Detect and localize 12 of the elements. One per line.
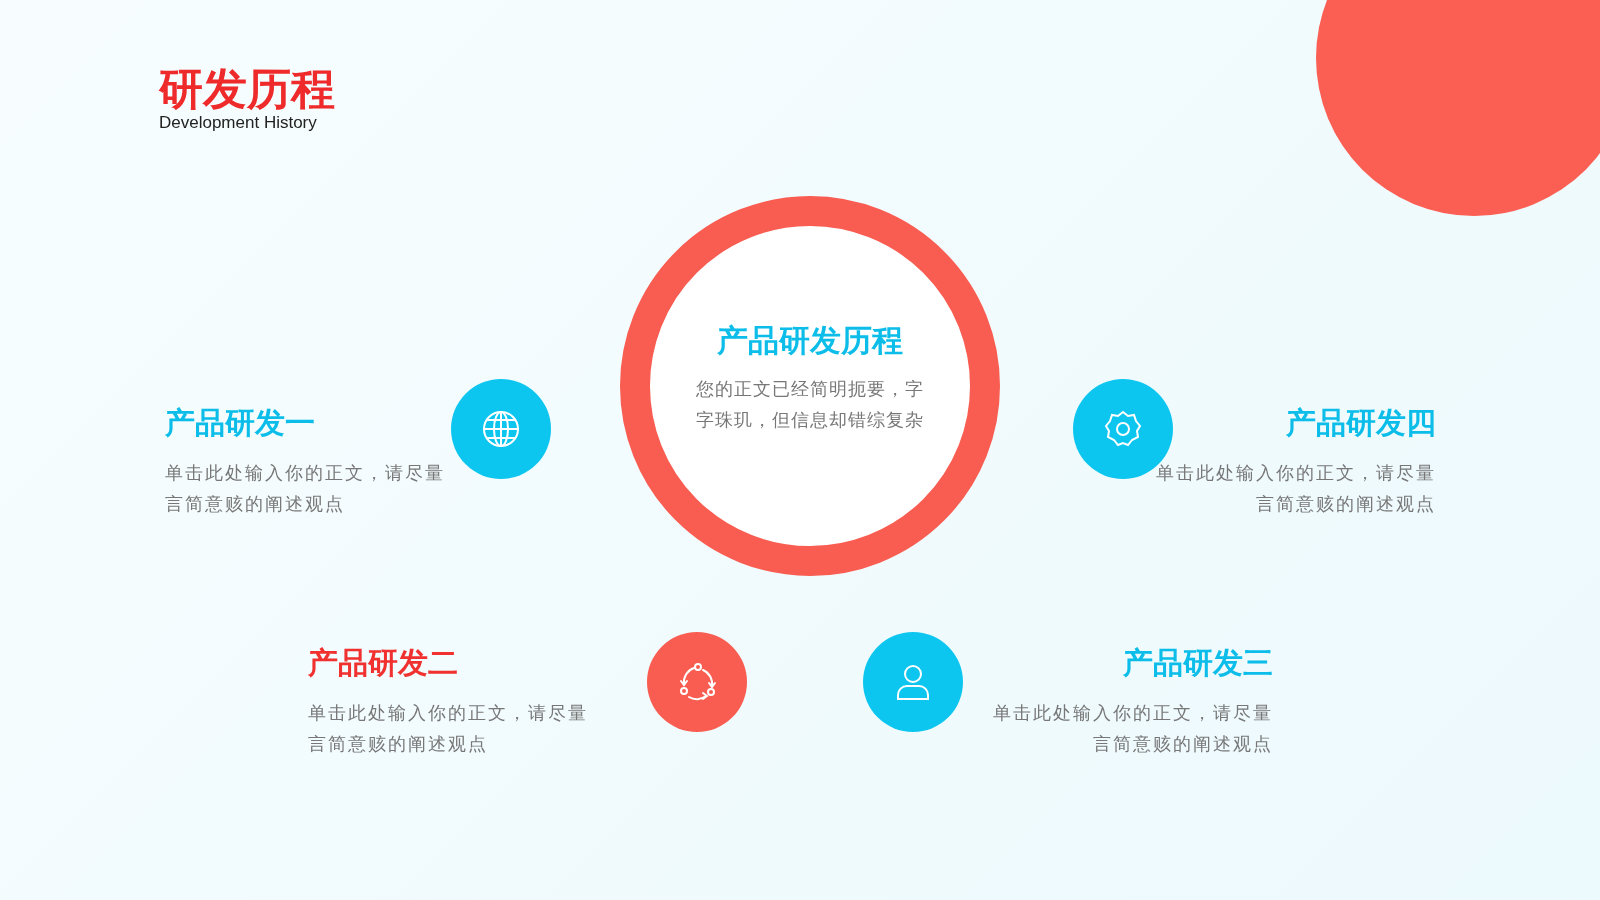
- circle-heading: 产品研发历程: [716, 321, 904, 360]
- item-heading: 产品研发三: [1123, 644, 1273, 682]
- item-heading: 产品研发二: [308, 644, 458, 682]
- page-title: 研发历程: [159, 62, 335, 116]
- item-description: 单击此处输入你的正文，请尽量言简意赅的阐述观点: [1155, 461, 1436, 516]
- item-heading: 产品研发一: [165, 404, 315, 442]
- item-description: 单击此处输入你的正文，请尽量言简意赅的阐述观点: [992, 701, 1273, 756]
- page-subtitle: Development History: [159, 113, 317, 133]
- circle-body: 您的正文已经简明扼要，字字珠玑，但信息却错综复杂: [695, 377, 925, 432]
- item-heading: 产品研发四: [1286, 404, 1436, 442]
- item-description: 单击此处输入你的正文，请尽量言简意赅的阐述观点: [165, 461, 446, 516]
- item-description: 单击此处输入你的正文，请尽量言简意赅的阐述观点: [308, 701, 589, 756]
